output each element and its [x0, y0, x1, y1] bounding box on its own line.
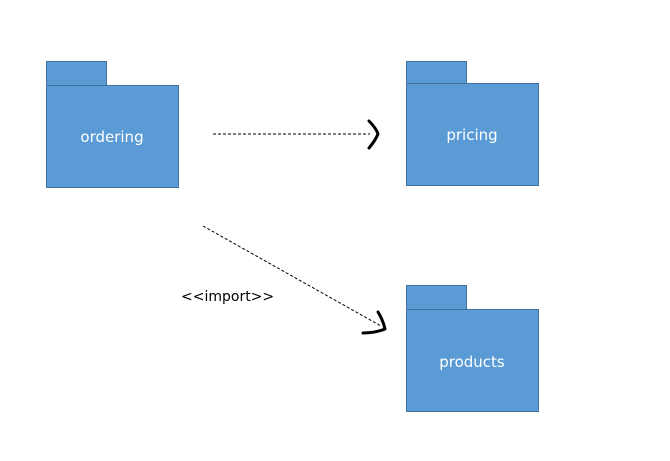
package-products[interactable]: products	[406, 285, 539, 412]
dependency-ordering-pricing[interactable]	[213, 119, 380, 150]
package-ordering-label: ordering	[80, 128, 143, 146]
package-pricing-body	[406, 83, 539, 186]
dependency-import-label: <<import>>	[181, 289, 274, 305]
package-products-label: products	[439, 353, 505, 371]
package-pricing-label: pricing	[446, 126, 497, 144]
package-ordering-body	[46, 85, 179, 188]
package-products-tab	[406, 285, 467, 310]
open-arrowhead-icon	[361, 310, 387, 335]
dependency-ordering-products[interactable]: <<import>>	[181, 225, 387, 335]
dependency-ordering-products-line	[202, 225, 382, 327]
package-products-body	[406, 309, 539, 412]
open-arrowhead-icon	[367, 119, 380, 150]
package-ordering-tab	[46, 61, 107, 86]
package-ordering[interactable]: ordering	[46, 61, 179, 188]
package-pricing[interactable]: pricing	[406, 61, 539, 186]
package-pricing-tab	[406, 61, 467, 84]
